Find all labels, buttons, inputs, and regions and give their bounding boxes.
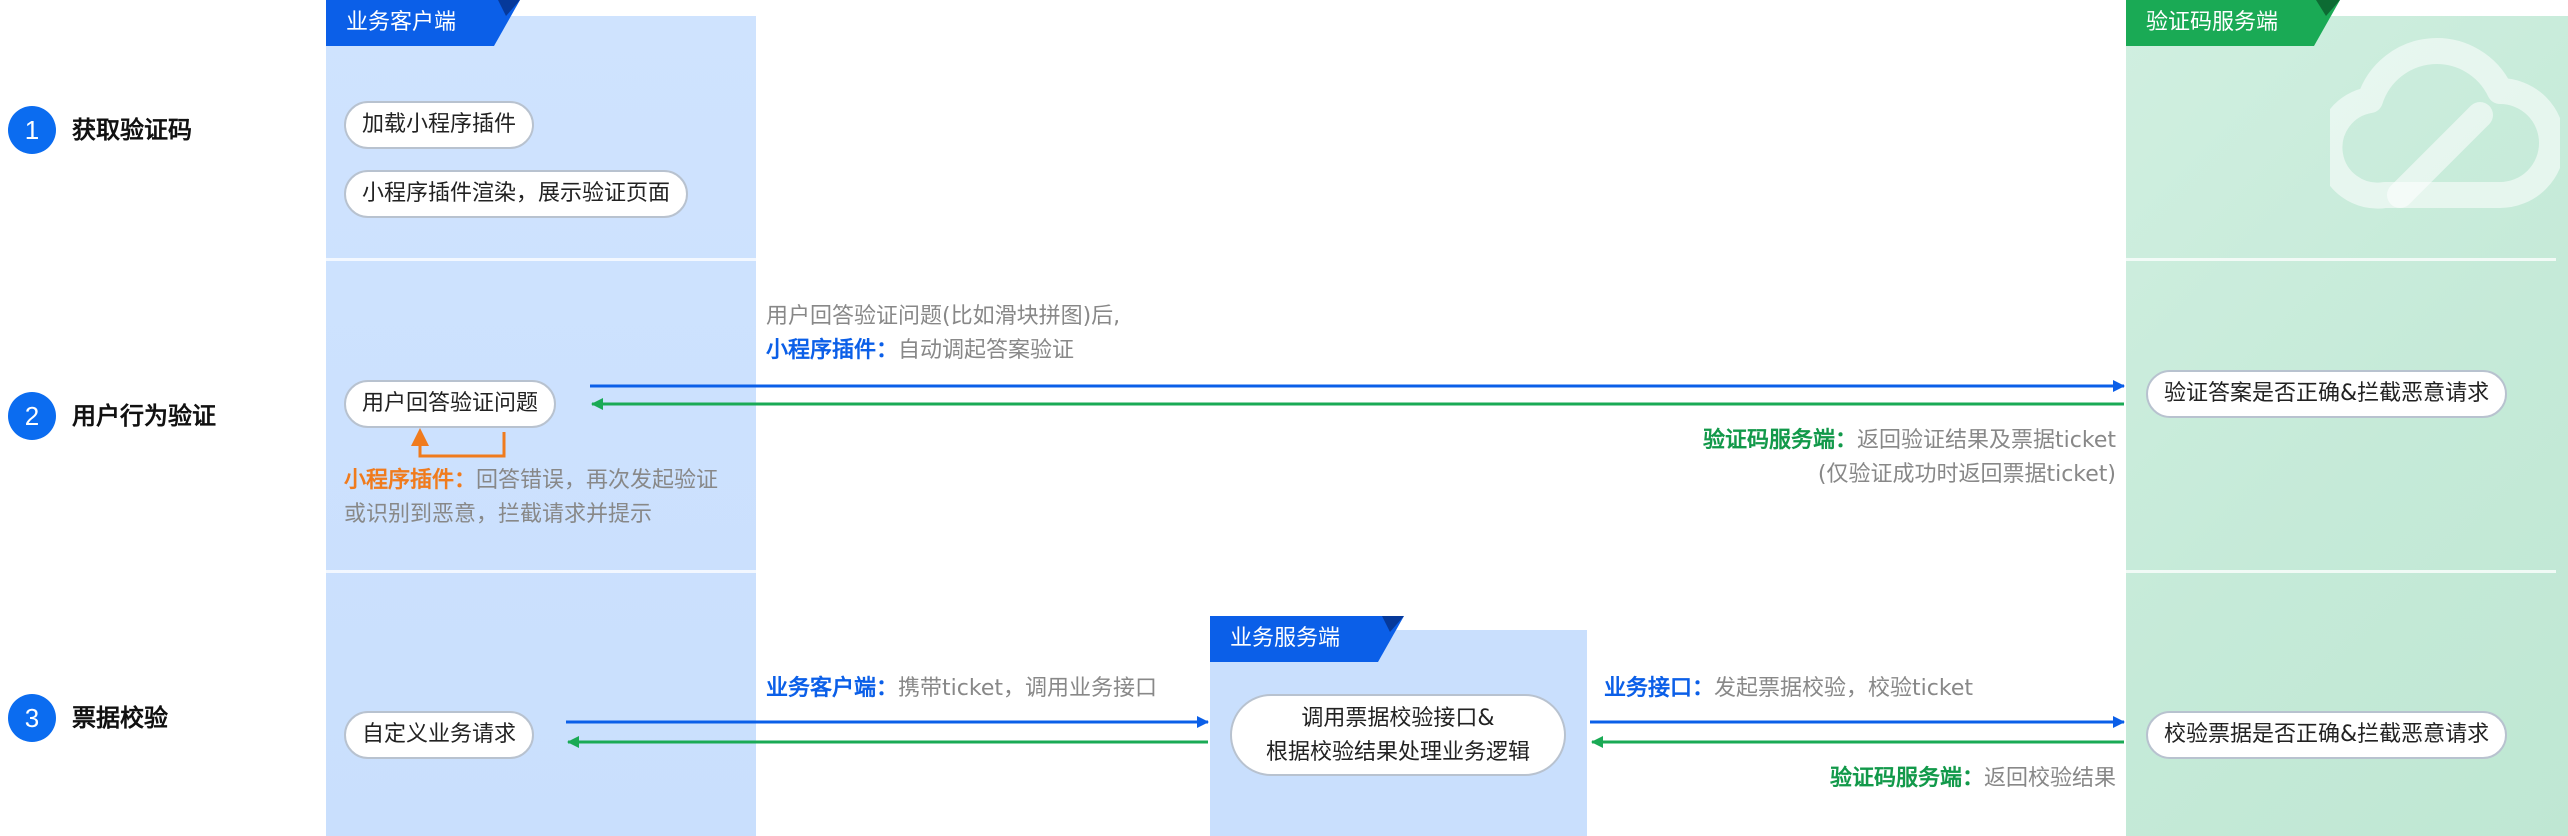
custom-request-step: 自定义业务请求 (344, 711, 535, 759)
row-divider (326, 570, 756, 573)
server-process-line1: 调用票据校验接口& (1301, 706, 1495, 731)
server-tab-shape (1210, 616, 1404, 662)
retry-note-line1: 小程序插件：回答错误，再次发起验证 (344, 468, 719, 493)
answer-flow-note-line1: 用户回答验证问题(比如滑块拼图)后, (766, 304, 1121, 329)
plugin-keyword-orange: 小程序插件 (344, 468, 455, 493)
cloud-icon (2330, 38, 2560, 209)
row-divider (326, 258, 756, 261)
captcha-server-keyword: 验证码服务端 (1829, 766, 1962, 791)
answer-question-step: 用户回答验证问题 (344, 380, 557, 428)
check-ticket-step: 校验票据是否正确&拦截恶意请求 (2146, 711, 2508, 759)
step-3-label: 票据校验 (72, 704, 168, 732)
business-api-keyword: 业务接口 (1604, 676, 1693, 701)
retry-loop-line (418, 432, 506, 458)
plugin-keyword: 小程序插件 (766, 338, 877, 363)
retry-note-line2: 或识别到恶意，拦截请求并提示 (344, 502, 653, 527)
answer-flow-note-line2: 小程序插件：自动调起答案验证 (766, 338, 1075, 363)
retry-arrowhead (411, 428, 429, 446)
row-divider (2126, 258, 2556, 261)
check-answer-step: 验证答案是否正确&拦截恶意请求 (2146, 370, 2508, 418)
step-1-badge: 1 (8, 106, 56, 154)
ticket-result-note: 验证码服务端：返回校验结果 (1829, 766, 2116, 791)
server-process-step: 调用票据校验接口& 根据校验结果处理业务逻辑 (1230, 694, 1566, 776)
captcha-lane-title: 验证码服务端 (2146, 10, 2279, 35)
step-1-label: 获取验证码 (72, 116, 192, 144)
server-process-line2: 根据校验结果处理业务逻辑 (1265, 740, 1530, 765)
client-keyword: 业务客户端 (766, 676, 877, 701)
captcha-server-keyword: 验证码服务端 (1703, 428, 1836, 453)
server-lane-title: 业务服务端 (1230, 626, 1341, 651)
step-3-badge: 3 (8, 694, 56, 742)
verify-result-note-line2: (仅验证成功时返回票据ticket) (1817, 462, 2116, 487)
client-tab-shape (326, 0, 520, 46)
verify-result-note-line1: 验证码服务端：返回验证结果及票据ticket (1703, 428, 2116, 453)
render-page-step: 小程序插件渲染，展示验证页面 (344, 170, 689, 218)
captcha-server-lane (2126, 16, 2568, 836)
client-lane-title: 业务客户端 (346, 10, 457, 35)
call-business-api-note: 业务客户端：携带ticket，调用业务接口 (766, 676, 1157, 701)
step-2-label: 用户行为验证 (72, 402, 216, 430)
load-plugin-step: 加载小程序插件 (344, 101, 535, 149)
row-divider (2126, 570, 2556, 573)
verify-ticket-note: 业务接口：发起票据校验，校验ticket (1604, 676, 1973, 701)
step-2-badge: 2 (8, 392, 56, 440)
captcha-tab-shape (2126, 0, 2340, 46)
